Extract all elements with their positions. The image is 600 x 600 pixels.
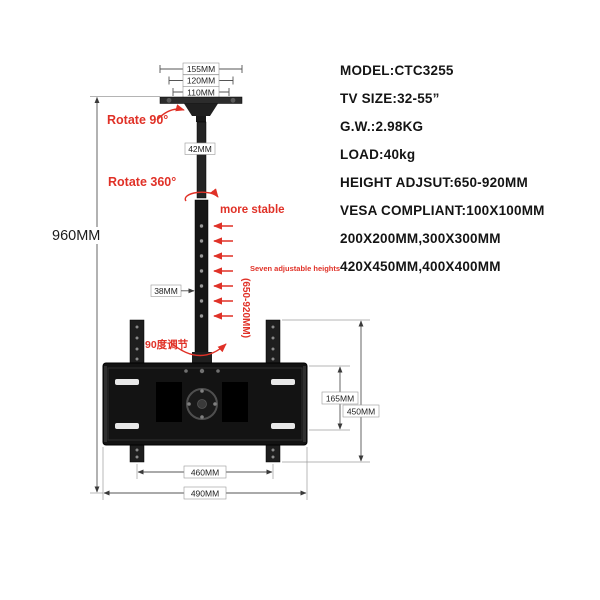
dim-120-label: 120MM [187,76,215,86]
dim-110-label: 110MM [187,87,215,97]
ceiling-plate [159,96,243,122]
angle-adjust-arrow-icon [169,341,227,357]
spec-height-adjust: HEIGHT ADJSUT:650-920MM [340,175,528,190]
spec-vesa-3: 420X450MM,400X400MM [340,259,501,274]
bottom-dimensions: 460MM 490MM [102,447,308,500]
spec-tv-size: TV SIZE:32-55” [340,91,440,106]
spec-vesa-2: 200X200MM,300X300MM [340,231,501,246]
right-dimensions: 165MM 450MM [282,319,380,463]
seven-heights-label: Seven adjustable heights [250,264,340,273]
rotate-90-label: Rotate 90° [107,113,168,127]
pole-width-dimension: 42MM [184,142,216,155]
overall-height-dimension: 960MM [50,96,160,494]
rotate-360-arrow-icon [184,188,219,202]
more-stable-label: more stable [220,204,285,216]
hole-spacing-dimension: 38MM [150,284,195,297]
red-annotations: Rotate 90° Rotate 360° more stable Seven… [107,104,340,357]
dim-490-label: 490MM [191,489,219,499]
dim-38-label: 38MM [154,286,178,296]
spec-gross-weight: G.W.:2.98KG [340,119,424,134]
dim-165-label: 165MM [326,394,354,404]
dim-960-label: 960MM [52,228,100,244]
spec-model: MODEL:CTC3255 [340,63,454,78]
tv-bracket [102,319,308,463]
spec-load: LOAD:40kg [340,147,416,162]
dim-460-label: 460MM [191,468,219,478]
spec-vesa-1: VESA COMPLIANT:100X100MM [340,203,545,218]
dim-155-label: 155MM [187,64,215,74]
top-dimensions: 155MM 120MM 110MM [159,62,243,99]
dim-42-label: 42MM [188,144,212,154]
rotate-90-arrow-icon [156,104,185,121]
dim-450-label: 450MM [347,407,375,417]
spec-list: MODEL:CTC3255 TV SIZE:32-55” G.W.:2.98KG… [340,57,590,281]
height-range-label: (650-920MM) [240,278,251,338]
telescoping-pole [192,121,212,367]
angle-adjust-label: 90度调节 [145,338,189,351]
rotate-360-label: Rotate 360° [108,175,176,189]
